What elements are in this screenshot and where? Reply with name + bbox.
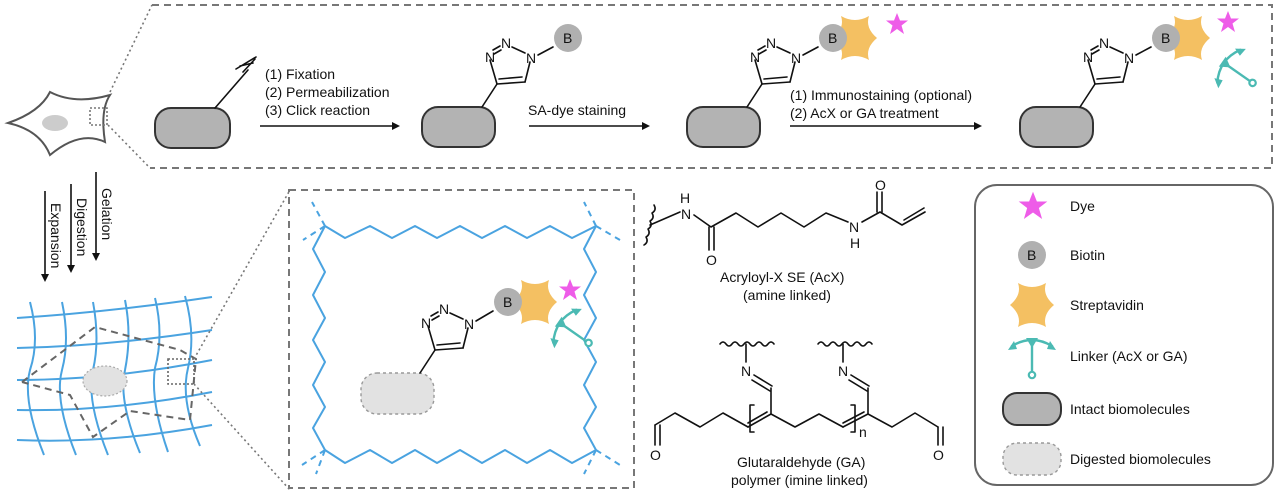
gel-zoom-region [167, 358, 195, 385]
legend-label: Linker (AcX or GA) [1070, 348, 1187, 364]
biotin-label: B [1027, 247, 1036, 263]
biotin-circle-icon [1018, 241, 1046, 269]
expanded-gel [16, 189, 291, 491]
step-gelation: Gelation [99, 188, 115, 240]
arrow-step1 [260, 122, 400, 130]
atom-n: N [1099, 35, 1109, 51]
ga-structure: N N n O O Glutaraldehyde (GA) polymer (i… [650, 341, 944, 488]
biotin-label: B [503, 294, 512, 310]
legend-label: Streptavidin [1070, 297, 1144, 313]
atom-n: N [838, 363, 848, 379]
digested-biomolecule [360, 372, 435, 415]
legend-item-digested: Digested biomolecules [1002, 442, 1211, 476]
atom-o: O [706, 252, 717, 268]
atom-n: N [681, 206, 691, 222]
step3-line2: (2) AcX or GA treatment [790, 105, 939, 121]
biotin-label: B [828, 30, 837, 46]
atom-n: N [1124, 50, 1134, 66]
atom-h: H [680, 190, 690, 206]
intact-biomolecule [1019, 106, 1094, 148]
legend-item-dye: Dye [1018, 191, 1095, 219]
cell-illustration [4, 4, 153, 169]
atom-n: N [791, 50, 801, 66]
legend-item-linker: Linker (AcX or GA) [1006, 336, 1187, 380]
biotin-circle-icon [1152, 24, 1180, 52]
legend-label: Dye [1070, 198, 1095, 214]
stage-biotin: N N N B [421, 24, 582, 148]
dye-star-icon [1217, 11, 1239, 32]
linker-anchor-icon [543, 300, 607, 366]
repeat-n: n [859, 424, 867, 440]
biotin-label: B [563, 30, 572, 46]
legend: Dye B Biotin Streptavidin Linker (AcX or… [974, 184, 1274, 486]
ga-name: Glutaraldehyde (GA) [737, 454, 865, 470]
atom-h: H [850, 235, 860, 251]
atom-n: N [421, 315, 431, 331]
atom-n: N [766, 35, 776, 51]
intact-biomolecule-icon [1002, 392, 1062, 426]
legend-item-streptavidin: Streptavidin [1010, 283, 1144, 327]
atom-n: N [1083, 49, 1093, 65]
atom-o: O [650, 447, 661, 463]
biotin-circle-icon [494, 288, 522, 316]
step1-line2: (2) Permeabilization [265, 84, 390, 100]
atom-n: N [439, 301, 449, 317]
atom-o: O [933, 447, 944, 463]
legend-item-biotin: B Biotin [1018, 241, 1105, 269]
acx-link-type: (amine linked) [743, 287, 831, 303]
cell-nucleus [42, 115, 68, 131]
atom-n: N [741, 363, 751, 379]
zoomed-gel-box: N N N B [288, 189, 635, 489]
biotin-circle-icon [819, 24, 847, 52]
legend-label: Intact biomolecules [1070, 401, 1190, 417]
stage-sa-dye: N N N B [686, 13, 908, 148]
dye-star-icon [886, 13, 908, 34]
atom-n: N [750, 49, 760, 65]
step1-line1: (1) Fixation [265, 66, 335, 82]
legend-label: Biotin [1070, 247, 1105, 263]
atom-n: N [501, 35, 511, 51]
linker-anchor-icon [1207, 40, 1271, 106]
step3-line1: (1) Immunostaining (optional) [790, 87, 972, 103]
step2-label: SA-dye staining [528, 102, 626, 118]
legend-item-intact: Intact biomolecules [1002, 392, 1190, 426]
biotin-label: B [1161, 30, 1170, 46]
atom-o: O [875, 177, 886, 193]
stage-alkyne [154, 56, 257, 149]
intact-biomolecule [686, 106, 761, 148]
biotin-circle-icon [554, 24, 582, 52]
step-digestion: Digestion [74, 198, 90, 256]
legend-label: Digested biomolecules [1070, 451, 1211, 467]
intact-biomolecule [421, 106, 496, 148]
stage-linker: N N N B [1019, 11, 1271, 148]
digested-biomolecule-icon [1002, 442, 1062, 476]
intact-biomolecule [154, 107, 231, 149]
acx-structure: N H O N H O Acryloyl-X SE (AcX) (amine l… [643, 177, 926, 303]
arrow-step3 [790, 122, 982, 130]
ga-link-type: polymer (imine linked) [731, 472, 868, 488]
arrow-step2 [529, 122, 650, 130]
atom-n: N [849, 219, 859, 235]
vertical-steps: Gelation Digestion Expansion [41, 172, 115, 282]
cell-zoom-region [89, 107, 108, 126]
workflow-box [150, 4, 1273, 169]
atom-n: N [464, 316, 474, 332]
acx-name: Acryloyl-X SE (AcX) [720, 269, 844, 285]
atom-n: N [526, 50, 536, 66]
step1-line3: (3) Click reaction [265, 102, 370, 118]
dye-star-icon [559, 279, 581, 300]
atom-n: N [485, 49, 495, 65]
digested-nucleus [82, 365, 128, 397]
step-expansion: Expansion [48, 203, 64, 268]
